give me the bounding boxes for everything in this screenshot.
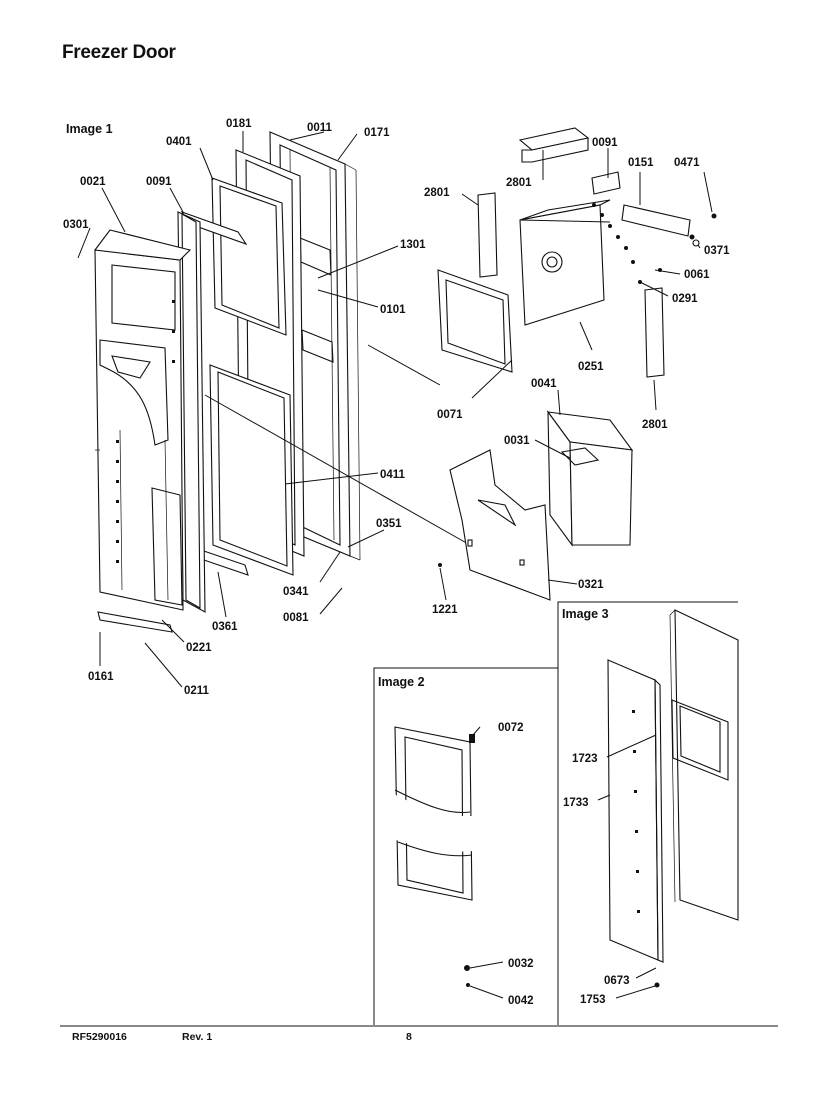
callout-1753: 1753 — [580, 994, 606, 1006]
upper-liner-panel — [211, 177, 287, 336]
callout-0072: 0072 — [498, 722, 524, 734]
chute-assembly-group — [438, 389, 634, 601]
callout-0101: 0101 — [380, 304, 406, 316]
callout-0081: 0081 — [283, 612, 309, 624]
callout-0221: 0221 — [186, 642, 212, 654]
callout-1301: 1301 — [400, 239, 426, 251]
callout-0371: 0371 — [704, 245, 730, 257]
callout-2801-top: 2801 — [506, 177, 532, 189]
chute-door-0321 — [449, 449, 551, 601]
callout-0021: 0021 — [80, 176, 106, 188]
callout-0091-left: 0091 — [146, 176, 172, 188]
callout-0151: 0151 — [628, 157, 654, 169]
image1-label: Image 1 — [66, 122, 113, 136]
shell-screw-holes — [116, 300, 175, 563]
door-back-1723 — [669, 609, 739, 921]
image3-label: Image 3 — [562, 607, 609, 621]
callout-0171: 0171 — [364, 127, 390, 139]
callout-0341: 0341 — [283, 586, 309, 598]
dispenser-housing — [519, 199, 611, 326]
image3-screws — [632, 710, 640, 913]
callout-0673: 0673 — [604, 975, 630, 987]
door-panel-1733 — [607, 659, 664, 963]
callout-1733: 1733 — [563, 797, 589, 809]
callout-0042: 0042 — [508, 995, 534, 1007]
callout-0351: 0351 — [376, 518, 402, 530]
callout-0041: 0041 — [531, 378, 557, 390]
callout-2801-bottom: 2801 — [642, 419, 668, 431]
callout-1723: 1723 — [572, 753, 598, 765]
page-title: Freezer Door — [62, 42, 176, 63]
lower-liner-panel — [209, 364, 294, 576]
housing-leader-lines — [461, 148, 713, 411]
callout-0211: 0211 — [184, 685, 210, 697]
image2-label: Image 2 — [378, 675, 425, 689]
dispenser-housing-group — [437, 127, 717, 411]
callout-2801-left: 2801 — [424, 187, 450, 199]
callout-0361: 0361 — [212, 621, 238, 633]
bracket-0151 — [621, 204, 691, 237]
image3-leader-lines — [597, 734, 657, 999]
front-door-shell — [93, 229, 192, 633]
callout-0251: 0251 — [578, 361, 604, 373]
callout-0032: 0032 — [508, 958, 534, 970]
image1-group — [77, 131, 471, 688]
callout-0031: 0031 — [504, 435, 530, 447]
chute-housing-0041 — [546, 410, 634, 547]
callout-0161: 0161 — [88, 671, 114, 683]
footer-doc-number: RF5290016 — [72, 1031, 127, 1043]
callout-0071: 0071 — [437, 409, 463, 421]
callout-0301: 0301 — [63, 219, 89, 231]
image1-leader-lines — [77, 131, 471, 688]
image3-group — [557, 601, 739, 1025]
callout-0061: 0061 — [684, 269, 710, 281]
callout-0471: 0471 — [674, 157, 700, 169]
callout-1221: 1221 — [432, 604, 458, 616]
callout-0401: 0401 — [166, 136, 192, 148]
image2-leader-lines — [469, 726, 504, 999]
callout-0181: 0181 — [226, 118, 252, 130]
callout-0411: 0411 — [380, 469, 406, 481]
footer-page-number: 8 — [406, 1031, 412, 1043]
callout-0291: 0291 — [672, 293, 698, 305]
callout-0321: 0321 — [578, 579, 604, 591]
image2-group — [373, 667, 558, 1025]
door-frame-0072 — [390, 726, 480, 901]
footer-revision: Rev. 1 — [182, 1031, 212, 1043]
insulation-block-right — [644, 287, 665, 378]
callout-0011: 0011 — [307, 122, 333, 134]
callout-0091-right: 0091 — [592, 137, 618, 149]
insulation-block-left — [477, 192, 498, 278]
dispenser-frame — [437, 269, 513, 373]
chute-leader-lines — [439, 389, 578, 601]
small-block — [591, 171, 621, 195]
